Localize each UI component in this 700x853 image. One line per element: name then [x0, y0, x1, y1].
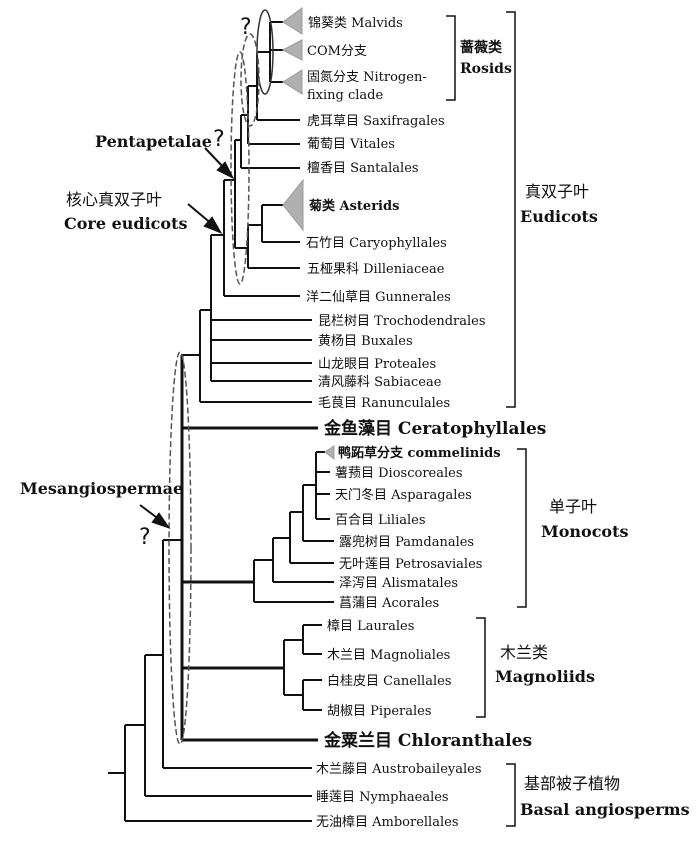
bracket-rosids	[446, 15, 456, 101]
ellipse-pentapetalae	[230, 51, 250, 285]
triangle-commelinids	[324, 445, 335, 461]
eudicots-en-label: Eudicots	[520, 207, 598, 226]
monocots-cn-label: 单子叶	[549, 497, 597, 516]
leaf-nymphaeales: 睡莲目 Nymphaeales	[316, 790, 449, 805]
pentapetalae-label: Pentapetalae	[95, 132, 212, 151]
basal-en-label: Basal angiosperms	[520, 800, 690, 819]
triangle-malvids	[282, 7, 303, 35]
leaf-ceratophyllales: 金鱼藻目 Ceratophyllales	[323, 418, 546, 439]
leaf-acorales: 菖蒲目 Acorales	[339, 596, 439, 611]
leaf-santalales: 檀香目 Santalales	[307, 160, 419, 176]
rosids-en-label: Rosids	[460, 61, 512, 77]
leaf-alismatales: 泽泻目 Alismatales	[339, 576, 458, 591]
leaf-labels: 锦葵类 Malvids COM分支 固氮分支 Nitrogen- fixing …	[306, 16, 546, 830]
leaf-nitrogen-fixing-1: 固氮分支 Nitrogen-	[307, 70, 427, 85]
question-mark-rosids: ?	[240, 15, 252, 40]
clade-ellipses	[168, 9, 274, 745]
mesangiospermae-label: Mesangiospermae	[20, 479, 183, 498]
leaf-dioscoreales: 薯蓣目 Dioscoreales	[335, 466, 463, 481]
group-labels: 蔷薇类 Rosids 真双子叶 Eudicots 单子叶 Monocots 木兰…	[460, 39, 690, 819]
core-eudicots-cn-label: 核心真双子叶	[66, 190, 162, 209]
leaf-austrobaileyales: 木兰藤目 Austrobaileyales	[316, 762, 482, 777]
leaf-nitrogen-fixing-2: fixing clade	[307, 88, 383, 103]
bracket-basal	[506, 763, 516, 827]
monocots-en-label: Monocots	[541, 522, 629, 541]
leaf-magnoliales: 木兰目 Magnoliales	[327, 648, 450, 663]
leaf-pamdanales: 露兜树目 Pamdanales	[339, 535, 474, 550]
leaf-sabiaceae: 清风藤科 Sabiaceae	[318, 375, 442, 390]
eudicots-cn-label: 真双子叶	[525, 182, 589, 201]
leaf-ranunculales: 毛茛目 Ranunculales	[318, 396, 450, 411]
leaf-amborellales: 无油樟目 Amborellales	[316, 815, 459, 830]
leaf-canellales: 白桂皮目 Canellales	[327, 673, 451, 689]
leaf-vitales: 葡萄目 Vitales	[307, 137, 395, 152]
core-eudicots-en-label: Core eudicots	[64, 214, 187, 233]
ellipse-superrosids	[240, 33, 260, 127]
ellipse-mesangiospermae	[168, 351, 192, 745]
leaf-gunnerales: 洋二仙草目 Gunnerales	[306, 290, 451, 305]
leaf-buxales: 黄杨目 Buxales	[318, 334, 413, 349]
triangle-nitrogen-fixing	[282, 69, 303, 95]
leaf-asparagales: 天门冬目 Asparagales	[335, 487, 472, 503]
rosids-cn-label: 蔷薇类	[460, 39, 503, 56]
magnoliids-cn-label: 木兰类	[500, 643, 548, 662]
leaf-asterids: 菊类 Asterids	[309, 198, 399, 214]
triangle-com	[281, 39, 303, 61]
leaf-laurales: 樟目 Laurales	[327, 619, 414, 634]
basal-cn-label: 基部被子植物	[524, 774, 620, 793]
leaf-saxifragales: 虎耳草目 Saxifragales	[307, 114, 445, 129]
bracket-monocots	[517, 448, 527, 608]
leaf-piperales: 胡椒目 Piperales	[327, 704, 432, 719]
leaf-liliales: 百合目 Liliales	[335, 513, 426, 528]
tree-branches	[108, 21, 334, 822]
question-mark-mesangiospermae: ?	[139, 525, 151, 550]
node-annotations: Pentapetalae 核心真双子叶 Core eudicots Mesang…	[20, 132, 212, 498]
leaf-dilleniaceae: 五桠果科 Dilleniaceae	[307, 262, 445, 277]
leaf-commelinids: 鸭跖草分支 commelinids	[338, 445, 501, 461]
leaf-chloranthales: 金粟兰目 Chloranthales	[323, 730, 532, 751]
leaf-com: COM分支	[307, 44, 367, 59]
triangle-asterids	[282, 178, 304, 232]
leaf-petrosaviales: 无叶莲目 Petrosaviales	[339, 557, 482, 572]
group-brackets	[446, 11, 527, 827]
collapsed-clade-triangles	[281, 7, 335, 461]
annotation-arrows	[139, 147, 235, 529]
bracket-magnoliids	[476, 617, 486, 718]
leaf-malvids: 锦葵类 Malvids	[308, 16, 403, 31]
magnoliids-en-label: Magnoliids	[495, 667, 595, 686]
leaf-trochodendrales: 昆栏树目 Trochodendrales	[318, 314, 486, 329]
leaf-caryophyllales: 石竹目 Caryophyllales	[306, 236, 447, 251]
leaf-proteales: 山龙眼目 Proteales	[318, 357, 436, 372]
question-mark-pentapetalae: ?	[213, 127, 225, 152]
bracket-eudicots	[506, 11, 516, 408]
